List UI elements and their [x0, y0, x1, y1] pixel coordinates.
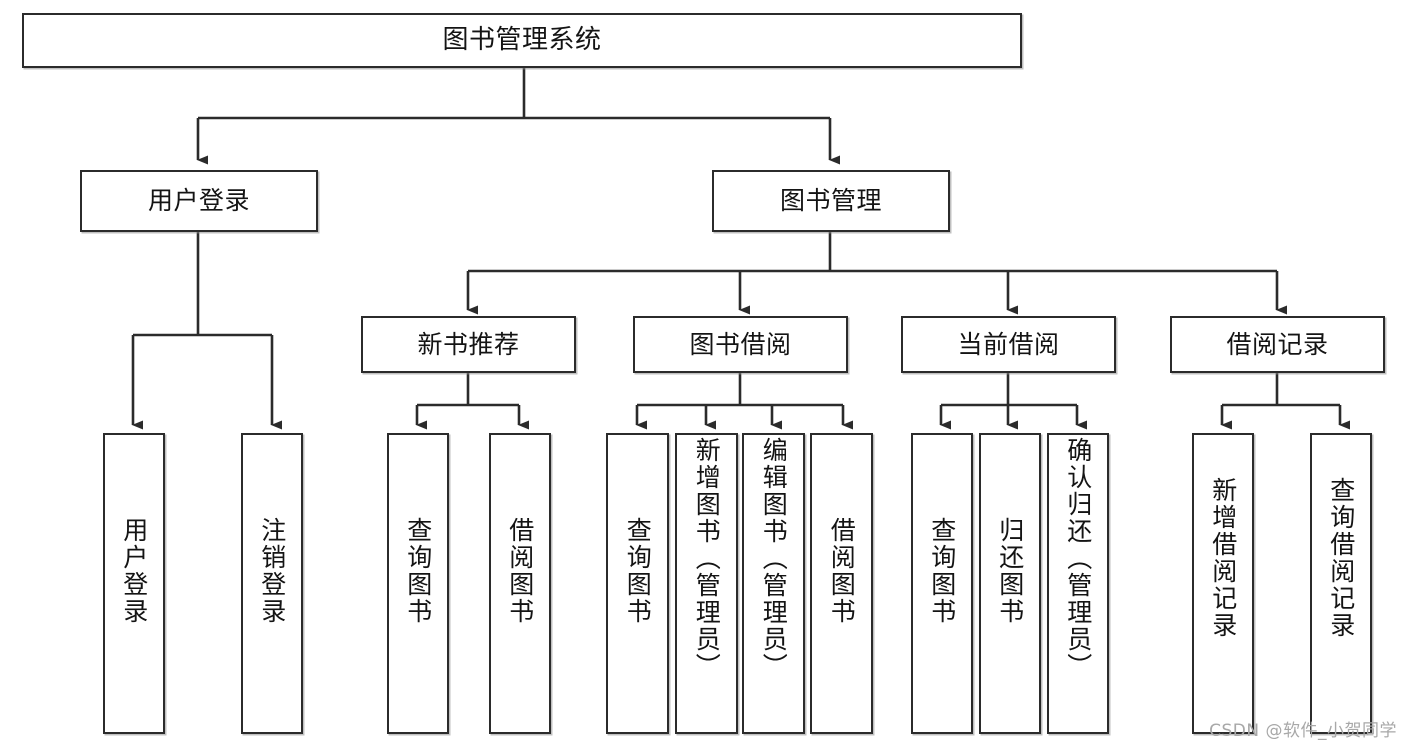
node-label: 确认归还（管理员） — [1063, 437, 1093, 680]
node-label: 编辑图书（管理员） — [759, 437, 789, 680]
leaf-current-confirm-return-admin[interactable]: 确认归还（管理员） — [1047, 433, 1109, 734]
csdn-watermark: CSDN @软件_小贺同学 — [1209, 721, 1397, 741]
node-label: 借阅图书 — [827, 517, 857, 625]
leaf-new-book-borrow-book[interactable]: 借阅图书 — [489, 433, 551, 734]
node-label: 借阅图书 — [505, 517, 535, 625]
node-label: 查询借阅记录 — [1326, 477, 1356, 639]
node-label: 新增图书（管理员） — [692, 437, 722, 680]
node-label: 用户登录 — [119, 517, 149, 625]
node-borrow-records[interactable]: 借阅记录 — [1170, 316, 1385, 373]
node-label: 查询图书 — [403, 517, 433, 625]
leaf-user-login[interactable]: 用户登录 — [103, 433, 165, 734]
node-current-borrow[interactable]: 当前借阅 — [901, 316, 1116, 373]
leaf-records-add-record[interactable]: 新增借阅记录 — [1192, 433, 1254, 734]
leaf-records-query-record[interactable]: 查询借阅记录 — [1310, 433, 1372, 734]
node-new-book-recommend[interactable]: 新书推荐 — [361, 316, 576, 373]
node-label: 归还图书 — [995, 517, 1025, 625]
leaf-current-return-book[interactable]: 归还图书 — [979, 433, 1041, 734]
node-user-login[interactable]: 用户登录 — [80, 170, 318, 232]
leaf-logout[interactable]: 注销登录 — [241, 433, 303, 734]
node-label: 借阅记录 — [1226, 329, 1329, 359]
leaf-new-book-query-book[interactable]: 查询图书 — [387, 433, 449, 734]
node-label: 查询图书 — [927, 517, 957, 625]
leaf-borrow-edit-book-admin[interactable]: 编辑图书（管理员） — [742, 433, 805, 734]
leaf-borrow-query-book[interactable]: 查询图书 — [606, 433, 669, 734]
node-label: 查询图书 — [623, 517, 653, 625]
leaf-borrow-borrow-book[interactable]: 借阅图书 — [810, 433, 873, 734]
leaf-borrow-add-book-admin[interactable]: 新增图书（管理员） — [675, 433, 738, 734]
node-label: 图书管理系统 — [442, 25, 602, 56]
node-label: 当前借阅 — [957, 329, 1060, 359]
node-root-book-management-system[interactable]: 图书管理系统 — [22, 13, 1022, 68]
node-label: 用户登录 — [147, 186, 250, 216]
node-label: 新书推荐 — [417, 329, 520, 359]
node-book-management[interactable]: 图书管理 — [712, 170, 950, 232]
leaf-current-query-book[interactable]: 查询图书 — [911, 433, 973, 734]
node-book-borrow[interactable]: 图书借阅 — [633, 316, 848, 373]
node-label: 图书管理 — [779, 186, 882, 216]
node-label: 图书借阅 — [689, 329, 792, 359]
node-label: 注销登录 — [257, 517, 287, 625]
node-label: 新增借阅记录 — [1208, 477, 1238, 639]
